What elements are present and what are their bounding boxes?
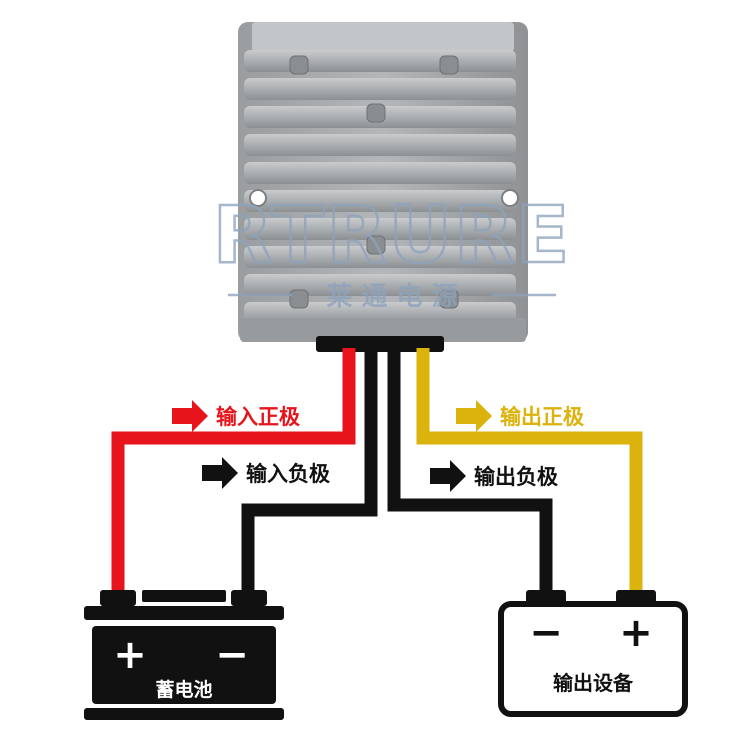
- battery-name: 蓄电池: [155, 678, 212, 701]
- label-input-positive-text: 输入正极: [216, 405, 301, 429]
- wire-output-negative: [387, 348, 553, 596]
- label-input-negative: 输入负极: [202, 457, 331, 489]
- device-minus-sign: −: [529, 610, 563, 656]
- label-output-negative-text: 输出负极: [474, 465, 559, 489]
- battery-terminal-negative: [231, 590, 267, 606]
- wire-input-positive: [111, 348, 356, 596]
- battery-lid: [84, 606, 284, 620]
- watermark: RTRURE 莱 通 电 源: [211, 190, 572, 312]
- arrow-right-icon: [430, 460, 466, 492]
- label-output-negative: 输出负极: [430, 460, 559, 492]
- wires: [111, 348, 643, 596]
- wire-output-positive: [416, 348, 643, 596]
- output-device: − + 输出设备: [498, 590, 688, 717]
- label-output-positive: 输出正极: [456, 400, 585, 432]
- arrow-right-icon: [456, 400, 492, 432]
- label-input-positive: 输入正极: [172, 400, 301, 432]
- battery-minus-sign: −: [215, 632, 249, 678]
- label-output-positive-text: 输出正极: [500, 405, 585, 429]
- battery-body: [92, 626, 276, 704]
- heatsink-fins: [244, 50, 516, 324]
- label-input-negative-text: 输入负极: [246, 462, 331, 486]
- converter-base: [240, 318, 526, 342]
- battery-base: [84, 708, 284, 720]
- watermark-brand: RTRURE: [213, 191, 572, 281]
- device-plus-sign: +: [619, 610, 653, 656]
- arrow-right-icon: [172, 400, 208, 432]
- battery-terminal-positive: [100, 590, 136, 606]
- arrow-right-icon: [202, 457, 238, 489]
- battery-top-bar: [142, 590, 226, 602]
- battery: + − 蓄电池: [84, 590, 284, 720]
- housing-screws: [289, 55, 459, 309]
- converter-top-plate: [252, 22, 514, 52]
- device-name: 输出设备: [553, 671, 634, 695]
- device-body: [498, 601, 688, 717]
- battery-plus-sign: +: [113, 632, 147, 678]
- watermark-subtitle: 莱 通 电 源: [326, 282, 457, 312]
- converter-module: [238, 22, 528, 352]
- wire-input-negative: [241, 348, 378, 596]
- mounting-holes: [249, 189, 519, 207]
